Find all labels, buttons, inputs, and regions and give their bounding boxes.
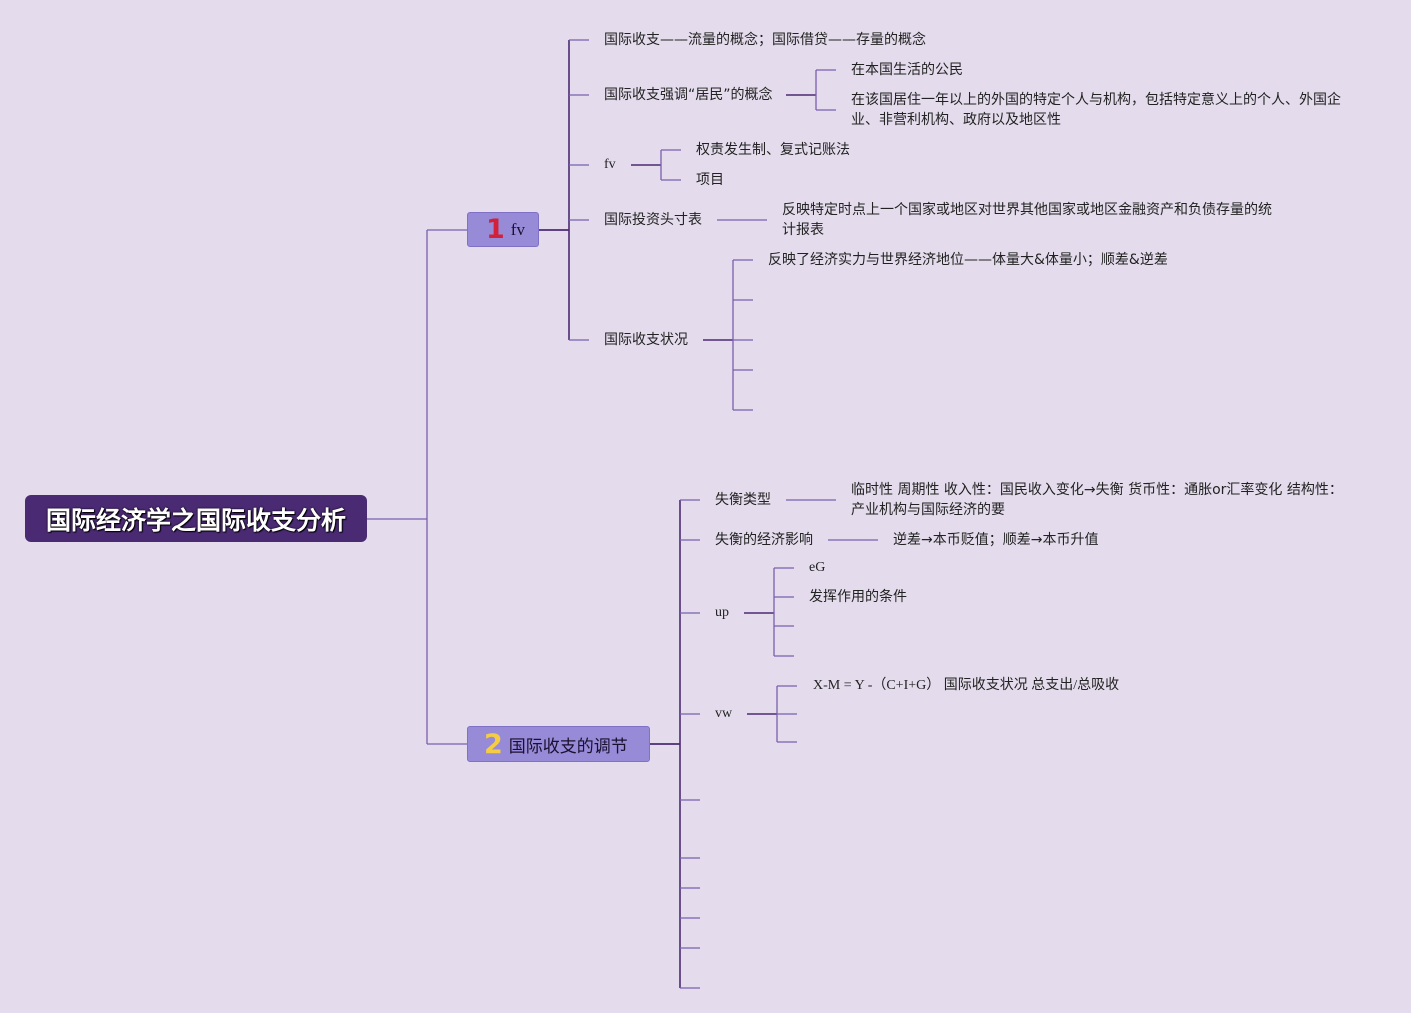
subtopic-items[interactable]: 项目 xyxy=(696,172,724,188)
subtopic-conditions[interactable]: 发挥作用的条件 xyxy=(809,589,907,605)
topic-iip[interactable]: 国际投资头寸表 xyxy=(604,212,702,228)
subtopic-imbalance-types-list[interactable]: 临时性 周期性 收入性：国民收入变化→失衡 货币性：通胀or汇率变化 结构性：产… xyxy=(851,482,1343,518)
branch-2-label: 国际收支的调节 xyxy=(508,736,628,757)
root-topic[interactable]: 国际经济学之国际收支分析 xyxy=(25,495,367,542)
topic-resident[interactable]: 国际收支强调“居民”的概念 xyxy=(604,87,773,103)
branch-2-number-badge: 2 xyxy=(484,728,503,760)
root-title: 国际经济学之国际收支分析 xyxy=(45,505,346,535)
subtopic-status-reflects[interactable]: 反映了经济实力与世界经济地位——体量大&体量小；顺差&逆差 xyxy=(768,252,1168,268)
branch-1-number-badge: 1 xyxy=(486,214,505,245)
topic-flow-stock[interactable]: 国际收支——流量的概念；国际借贷——存量的概念 xyxy=(604,32,926,48)
subtopic-accrual[interactable]: 权责发生制、复式记账法 xyxy=(696,142,850,158)
topic-fv[interactable]: fv xyxy=(604,157,616,172)
subtopic-absorption-equation[interactable]: X-M = Y -（C+I+G） 国际收支状况 总支出/总吸收 xyxy=(813,678,1120,693)
branch-2-node[interactable]: 2 国际收支的调节 xyxy=(467,726,650,762)
branch-1-node[interactable]: 1 fv xyxy=(467,212,539,247)
subtopic-eg[interactable]: eG xyxy=(809,560,826,575)
topic-up[interactable]: up xyxy=(715,605,729,620)
topic-bop-status[interactable]: 国际收支状况 xyxy=(604,332,688,348)
subtopic-resident-foreign[interactable]: 在该国居住一年以上的外国的特定个人与机构，包括特定意义上的个人、外国企业、非营利… xyxy=(851,92,1341,128)
branch-1-label: fv xyxy=(510,219,525,239)
topic-vw[interactable]: vw xyxy=(715,706,733,721)
subtopic-iip-definition[interactable]: 反映特定时点上一个国家或地区对世界其他国家或地区金融资产和负债存量的统计报表 xyxy=(782,202,1272,238)
topic-imbalance-types[interactable]: 失衡类型 xyxy=(715,492,771,508)
topic-imbalance-effects[interactable]: 失衡的经济影响 xyxy=(715,532,813,548)
subtopic-resident-citizen[interactable]: 在本国生活的公民 xyxy=(851,62,963,78)
subtopic-currency-effect[interactable]: 逆差→本币贬值；顺差→本币升值 xyxy=(893,532,1099,548)
